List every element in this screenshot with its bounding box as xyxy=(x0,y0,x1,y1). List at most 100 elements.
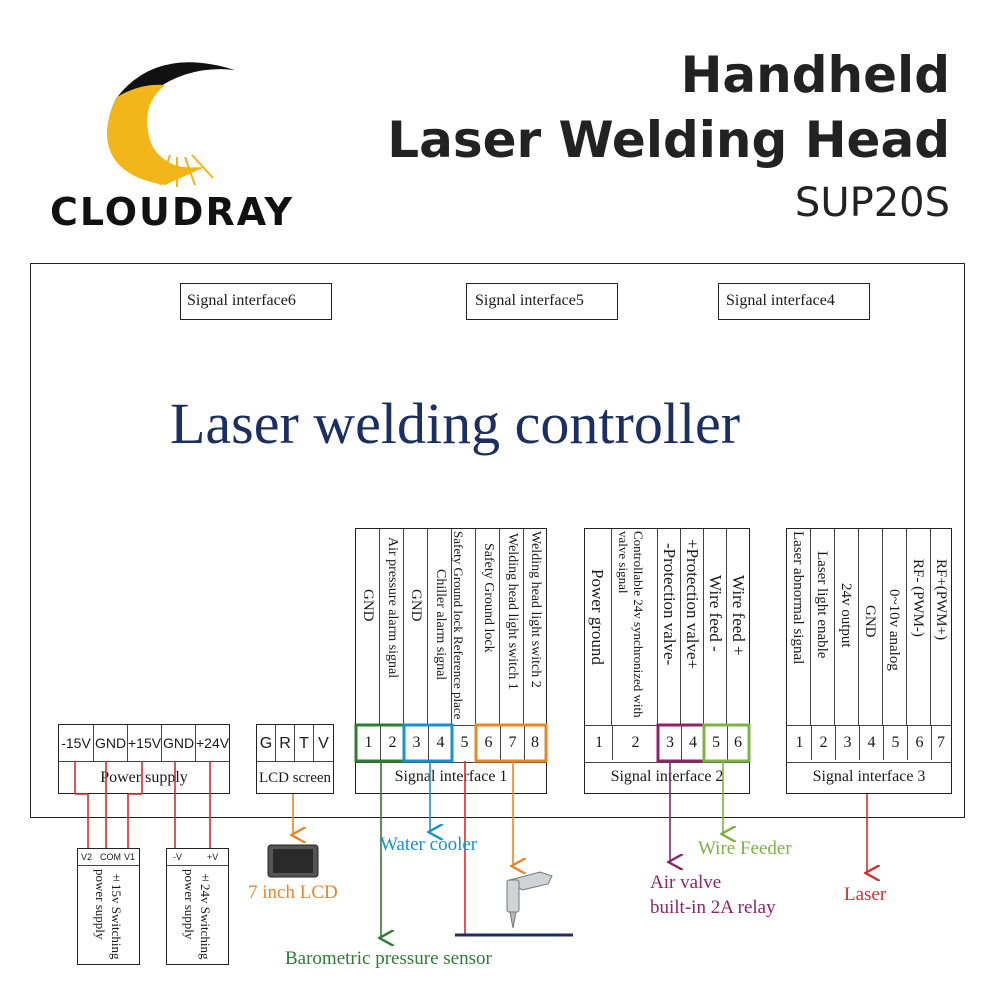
lcd-pin: T xyxy=(295,725,314,762)
pin-description: Controllable 24v synchronized with valve… xyxy=(616,531,646,718)
power-pin: GND xyxy=(162,725,196,762)
laser-label: Laser xyxy=(844,884,887,905)
highlight-protection-valve xyxy=(656,723,706,763)
pin-description: Safety Ground lock xyxy=(481,543,496,653)
lcd-device-icon xyxy=(267,844,319,878)
psu-15v: V2 COM V1 ±15v Switching power supply xyxy=(77,848,140,965)
pin-description: Laser abnormal signal xyxy=(790,531,806,665)
top-interface-6: Signal interface6 xyxy=(180,283,332,320)
pin-number: 5 xyxy=(884,726,908,760)
air-valve-label: Air valve xyxy=(650,872,722,893)
top-interface-label: Signal interface4 xyxy=(726,292,835,309)
pin-column: Wire feed - xyxy=(704,529,727,725)
top-interface-label: Signal interface6 xyxy=(187,292,296,309)
terminal-row: -V +V xyxy=(167,849,228,866)
pin-description: Wire feed + xyxy=(729,575,748,656)
terminal-label: COM xyxy=(100,852,121,862)
pin-description: -Protection valve- xyxy=(660,543,679,666)
terminal-label: V2 xyxy=(81,852,93,862)
pin-description: Wire feed - xyxy=(706,575,725,652)
cloudray-logo-icon xyxy=(106,62,235,187)
power-pin: +24V xyxy=(196,725,229,762)
pin-description: Laser light enable xyxy=(814,551,830,659)
interface-label: Signal interface 1 xyxy=(394,768,508,785)
pin-number: 3 xyxy=(836,726,860,760)
pin-number: 1 xyxy=(357,726,381,760)
wire-feeder-label: Wire Feeder xyxy=(698,838,792,859)
lcd-pin: G xyxy=(257,725,276,762)
pin-column: Laser abnormal signal xyxy=(787,529,811,725)
pin-description: GND xyxy=(360,589,376,622)
power-pin: +15V xyxy=(128,725,162,762)
interface-label: Signal interface 2 xyxy=(610,768,724,785)
air-valve-relay-label: built-in 2A relay xyxy=(650,897,776,918)
pin-number: 4 xyxy=(860,726,884,760)
pin-number: 1 xyxy=(788,726,812,760)
pin-description: Welding head light switch 1 xyxy=(505,533,520,690)
pin-column: GND xyxy=(356,529,380,725)
model-number: SUP20S xyxy=(794,180,950,226)
pin-column: Welding head light switch 1 xyxy=(500,529,524,725)
interface-label: Signal interface 3 xyxy=(812,768,926,785)
pin-column: +Protection valve+ xyxy=(681,529,704,725)
welding-gun-icon xyxy=(506,871,553,929)
pin-row xyxy=(787,725,951,763)
pin-column: GND xyxy=(859,529,883,725)
pin-number: 5 xyxy=(705,726,728,760)
terminal-row: V2 COM V1 xyxy=(78,849,139,866)
pin-description: RF- (PWM-) xyxy=(910,559,926,637)
pin-column: GND xyxy=(404,529,428,725)
highlight-wire-feed xyxy=(702,723,751,763)
controller-title: Laser welding controller xyxy=(170,391,741,456)
pin-column: 0~10v analog xyxy=(883,529,907,725)
pin-column: RF+(PWM+) xyxy=(931,529,951,725)
title-line2: Laser Welding Head xyxy=(387,111,950,169)
pin-column: Safety Ground lock xyxy=(476,529,500,725)
pin-column: Laser light enable xyxy=(811,529,835,725)
pin-number: 7 xyxy=(501,726,525,760)
pin-number: 8 xyxy=(531,734,539,751)
pin-column: Safety Ground lock Reference place xyxy=(451,529,476,725)
pin-column: Chiller alarm signal xyxy=(428,529,452,725)
pin-description: RF+(PWM+) xyxy=(933,559,949,641)
pin-column: Air pressure alarm signal xyxy=(380,529,404,725)
pin-description: Air pressure alarm signal xyxy=(385,537,400,679)
pin-description: Welding head light switch 2 xyxy=(528,531,543,688)
highlight-light-switch xyxy=(474,723,548,763)
brand-name: CLOUDRAY xyxy=(50,190,294,234)
terminal-label: -V xyxy=(173,852,182,862)
terminal-label: V1 xyxy=(124,852,136,862)
power-supply-block: -15V GND +15V GND +24V Power supply xyxy=(58,724,230,794)
top-interface-label: Signal interface5 xyxy=(475,292,584,309)
pin-description: +Protection valve+ xyxy=(683,539,702,670)
pin-number: 1 xyxy=(586,726,613,760)
lcd-pin: R xyxy=(276,725,295,762)
pin-column: Wire feed + xyxy=(727,529,749,725)
pin-number: 6 xyxy=(908,726,932,760)
barometric-sensor-label: Barometric pressure sensor xyxy=(285,948,492,969)
pin-description: GND xyxy=(408,589,424,622)
lcd-screen-label: LCD screen xyxy=(258,770,332,786)
pin-number: 7 xyxy=(937,734,945,751)
pin-column: Controllable 24v synchronized with valve… xyxy=(612,529,658,725)
psu-24v: -V +V ±24v Switching power supply xyxy=(166,848,229,965)
power-pin: GND xyxy=(94,725,128,762)
terminal-label: +V xyxy=(207,852,219,862)
pin-number: 3 xyxy=(659,726,682,760)
pin-description: Safety Ground lock Reference place xyxy=(451,531,466,720)
lcd-external-label: 7 inch LCD xyxy=(248,882,338,903)
pin-number: 6 xyxy=(477,726,501,760)
highlight-chiller xyxy=(402,723,454,763)
signal-interface-3: Laser abnormal signal Laser light enable… xyxy=(786,528,952,794)
pin-column: -Protection valve- xyxy=(658,529,681,725)
signal-interface-2: Power ground Controllable 24v synchroniz… xyxy=(584,528,750,794)
pin-description: Power ground xyxy=(588,569,607,665)
lcd-screen-block: G R T V LCD screen xyxy=(256,724,334,794)
pin-number: 6 xyxy=(734,734,742,751)
water-cooler-label: Water cooler xyxy=(380,834,478,855)
pin-number: 3 xyxy=(405,726,429,760)
pin-description: 24v output xyxy=(838,583,854,648)
pin-description: GND xyxy=(862,605,878,638)
